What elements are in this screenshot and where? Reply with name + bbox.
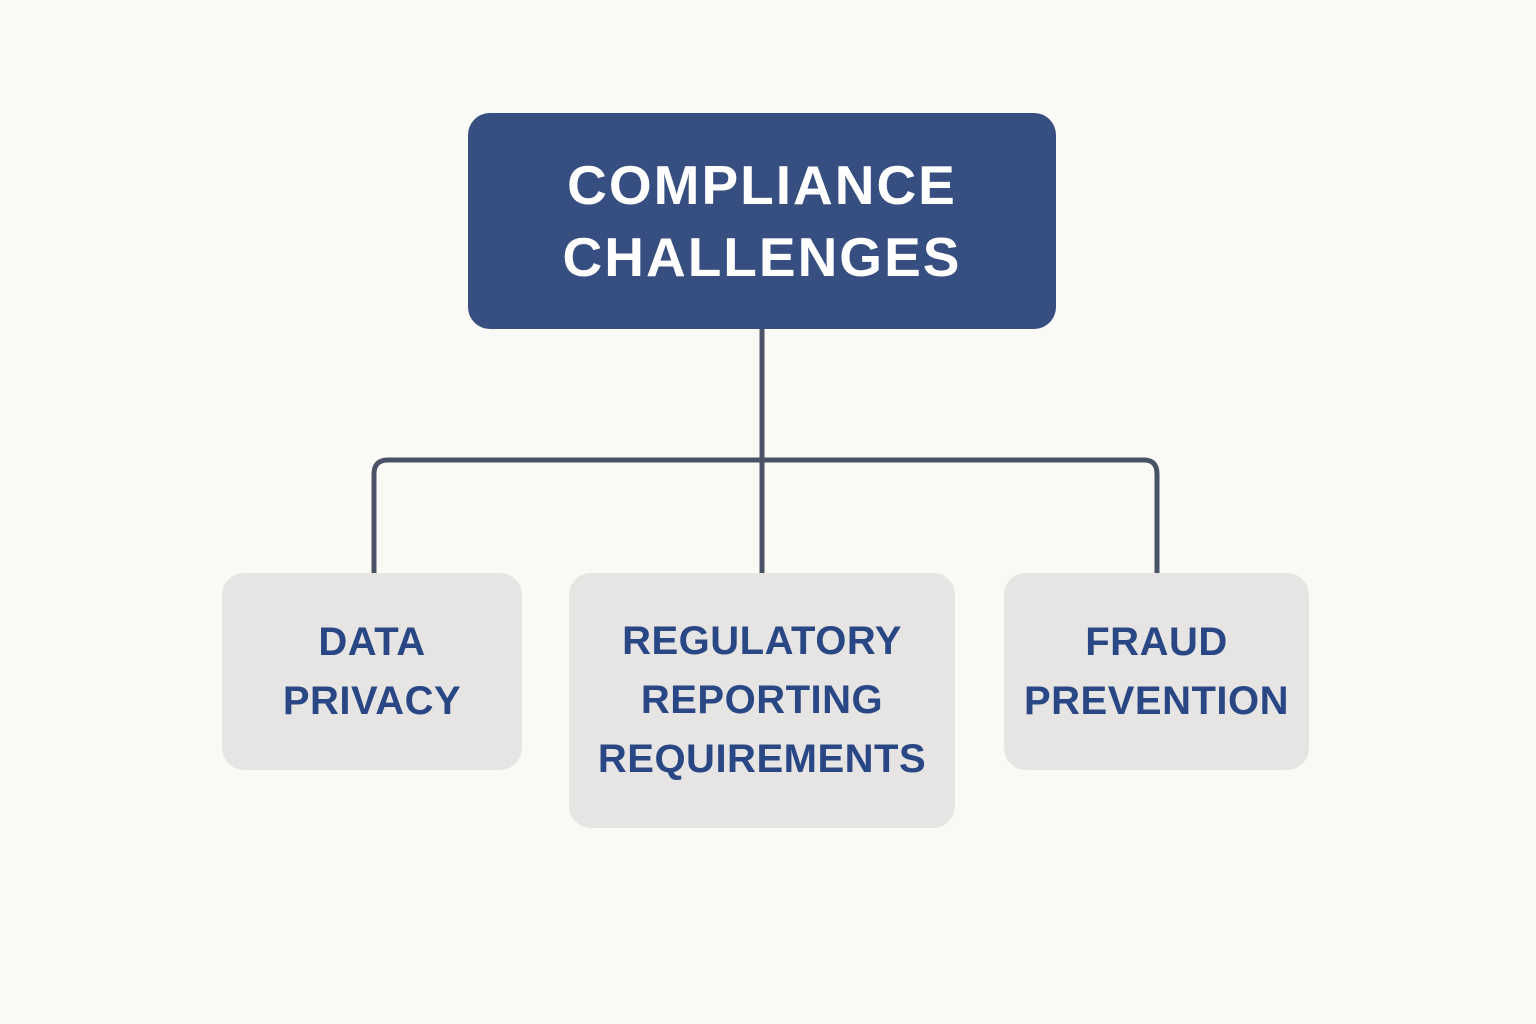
branch-connector — [371, 457, 1160, 576]
root-node-compliance-challenges: COMPLIANCE CHALLENGES — [468, 113, 1056, 329]
child-node-fraud-prevention: FRAUD PREVENTION — [1004, 573, 1309, 770]
root-node-label: COMPLIANCE CHALLENGES — [562, 154, 962, 288]
child-node-regulatory-reporting-requirements: REGULATORY REPORTING REQUIREMENTS — [569, 573, 955, 828]
child-node-data-privacy: DATA PRIVACY — [222, 573, 522, 770]
child-node-label: REGULATORY REPORTING REQUIREMENTS — [597, 619, 927, 781]
child-node-label: DATA PRIVACY — [282, 619, 462, 723]
child-node-label: FRAUD PREVENTION — [1023, 619, 1290, 723]
